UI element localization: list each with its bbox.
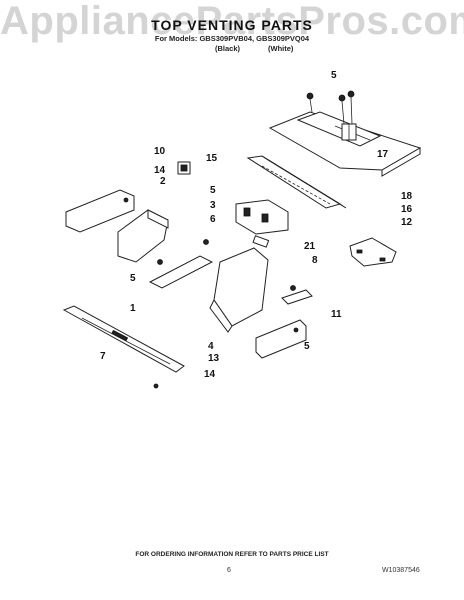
watermark: AppliancePartsPros.com [0,0,464,43]
callout-10: 10 [154,146,166,157]
callout-18: 18 [401,191,413,202]
callout-4: 4 [208,341,214,352]
callout-1: 1 [130,303,136,314]
ordering-note: FOR ORDERING INFORMATION REFER TO PARTS … [135,551,329,558]
callout-13: 13 [208,353,220,364]
switch-10-part [177,161,191,175]
top-panel-part [268,111,422,177]
document-number: W10387546 [382,567,420,574]
callout-5-lower: 5 [304,341,310,352]
bracket-17-part [341,123,357,141]
duct-2-part [117,209,169,263]
rail-15-part [246,155,347,209]
callout-21: 21 [304,241,316,252]
callout-5-left: 5 [130,273,136,284]
callout-5-mid: 5 [210,185,216,196]
bracket-14-upper-part [65,189,135,233]
callout-12: 12 [401,217,413,228]
rail-7-part [62,305,185,389]
terminal-11-part [281,285,313,305]
callout-3: 3 [210,200,216,211]
color-label-white: (White) [268,44,294,53]
page-number: 6 [227,567,231,574]
callout-6: 6 [210,214,216,225]
blower-3-part [235,199,289,235]
color-label-black: (Black) [215,44,241,53]
bracket-14-lower-part [255,319,307,359]
callout-17: 17 [377,149,389,160]
strip-1-part [148,239,214,289]
callout-14-lower: 14 [204,369,216,380]
duct-4-part [209,247,269,333]
callout-14-upper: 14 [154,165,166,176]
callout-11: 11 [331,309,342,320]
callout-16: 16 [401,204,413,215]
callout-15: 15 [206,153,218,164]
callout-5-top: 5 [331,70,337,81]
model-list: For Models: GBS309PVB04, GBS309PVQ04 [154,34,310,43]
callout-7: 7 [100,351,106,362]
callout-8: 8 [312,255,318,266]
diagram-title: TOP VENTING PARTS [151,17,313,33]
connector-21-part [252,235,270,248]
callout-2: 2 [160,176,166,187]
screws-top-part [306,90,355,125]
bracket-12-part [349,237,397,267]
